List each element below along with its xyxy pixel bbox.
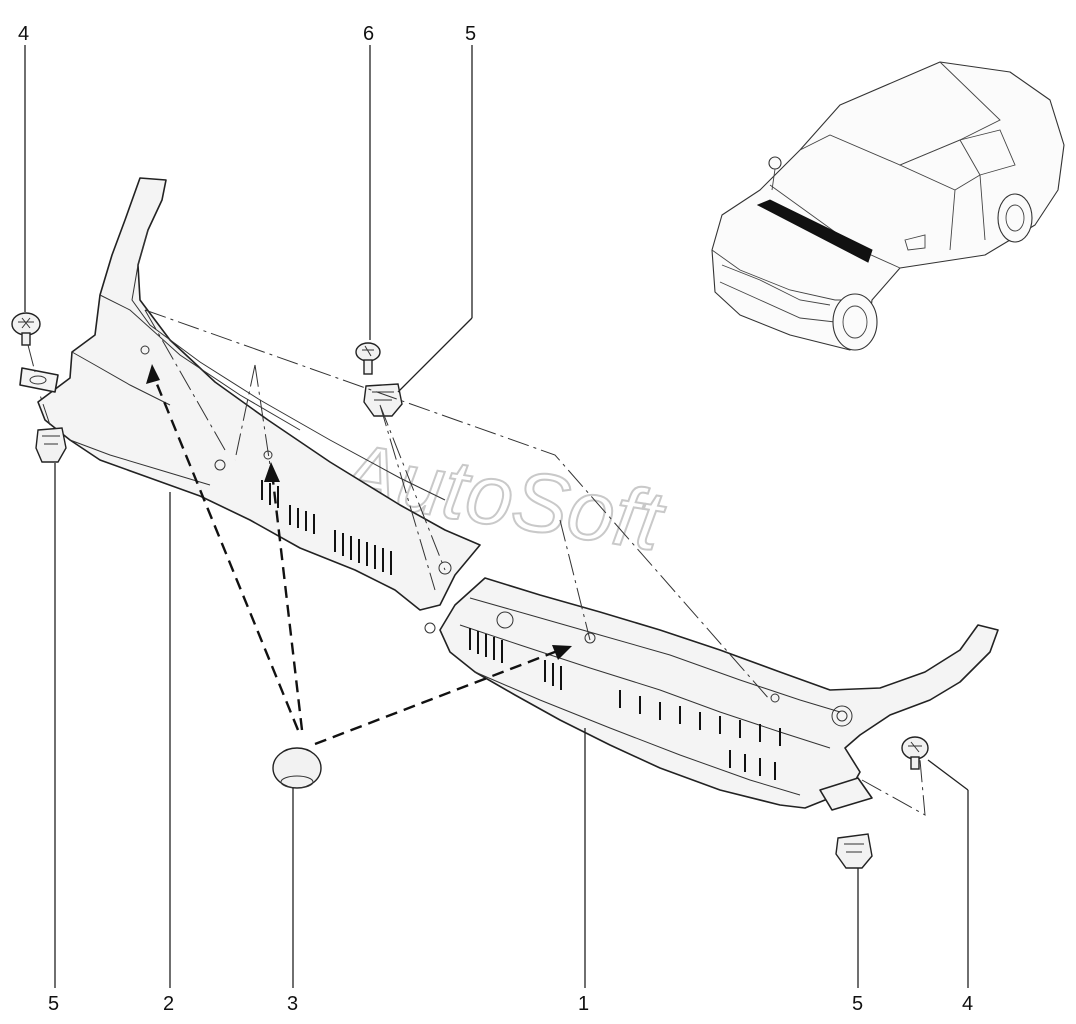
clip-5-bottom-right: [835, 833, 873, 869]
left-panel-slots: [261, 480, 392, 575]
plug-3: [272, 747, 322, 789]
callout-5-top: 5: [465, 23, 476, 45]
callouts: 4 6 5 5 2 3 1 5 4: [18, 23, 973, 1015]
callout-4-bottom-right: 4: [962, 993, 973, 1015]
callout-6-top: 6: [363, 23, 374, 45]
cowl-panel-left: [19, 177, 481, 634]
callout-4-top-left: 4: [18, 23, 29, 45]
screw-6: [355, 342, 381, 375]
clip-5-top: [363, 383, 403, 417]
plug-location-arrows: [146, 364, 572, 746]
screw-4-right: [901, 736, 929, 770]
cowl-panel-right: [439, 577, 999, 811]
assembly-lines: [27, 309, 926, 816]
car-thumbnail: [711, 61, 1065, 351]
callout-2-bottom: 2: [163, 993, 174, 1015]
callout-1-bottom: 1: [578, 993, 589, 1015]
screw-4-left: [11, 312, 41, 346]
right-panel-slots: [469, 628, 781, 780]
clip-5-left: [35, 427, 67, 463]
callout-5-bottom-left: 5: [48, 993, 59, 1015]
callout-3-bottom: 3: [287, 993, 298, 1015]
callout-5-bottom-right: 5: [852, 993, 863, 1015]
leader-lines: [24, 45, 969, 988]
